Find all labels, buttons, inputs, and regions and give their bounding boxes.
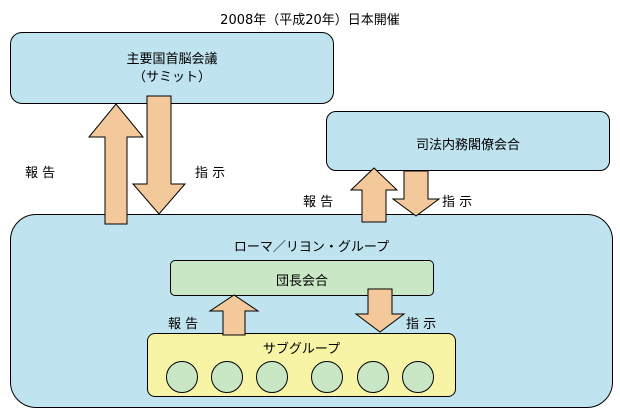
report-arrow-up-small — [349, 167, 399, 223]
summit-box: 主要国首脳会議 （サミット） — [10, 32, 334, 104]
subgroup-member-circle — [311, 361, 343, 393]
instruct-arrow-down-large — [131, 95, 187, 215]
summit-label-line2: （サミット） — [132, 70, 211, 85]
instruct-label-left: 指 示 — [195, 166, 226, 181]
heads-of-delegation-label: 団長会合 — [275, 274, 328, 289]
report-label-left: 報 告 — [25, 166, 56, 181]
summit-label-line1: 主要国首脳会議 — [126, 52, 218, 67]
subgroup-label: サブグループ — [262, 342, 341, 357]
subgroup-member-circle — [211, 361, 243, 393]
report-arrow-up-inner — [208, 294, 260, 336]
roma-lyon-group-label: ローマ／リヨン・グループ — [233, 240, 390, 255]
report-arrow-up-large — [87, 103, 145, 225]
subgroup-member-circle — [357, 361, 389, 393]
report-label-inner: 報 告 — [168, 317, 199, 332]
instruct-label-right: 指 示 — [442, 195, 473, 210]
justice-ministers-box: 司法内務閣僚会合 — [326, 111, 610, 171]
subgroup-member-circle — [256, 361, 288, 393]
report-label-right: 報 告 — [303, 195, 334, 210]
justice-ministers-label: 司法内務閣僚会合 — [415, 138, 520, 153]
page-title: 2008年（平成20年）日本開催 — [220, 13, 400, 28]
subgroup-member-circle — [402, 361, 434, 393]
subgroup-member-circle — [166, 361, 198, 393]
instruct-arrow-down-small — [391, 170, 441, 217]
instruct-arrow-down-inner — [354, 288, 406, 333]
instruct-label-inner: 指 示 — [406, 317, 437, 332]
